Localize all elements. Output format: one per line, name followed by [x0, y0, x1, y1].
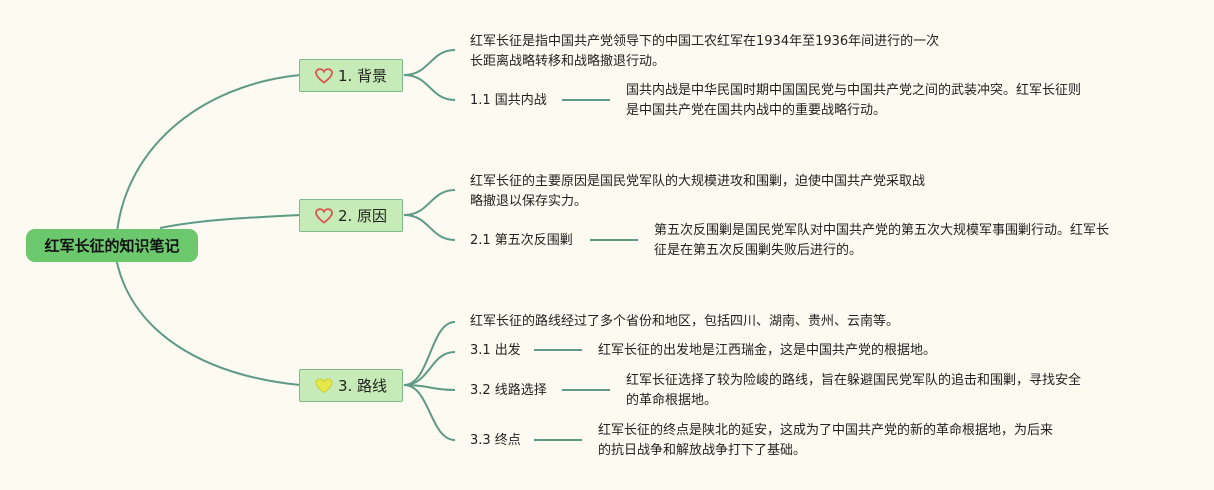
- branch-label: 2. 原因: [337, 207, 388, 225]
- note-line: 红军长征是指中国共产党领导下的中国工农红军在1934年至1936年间进行的一次: [470, 34, 940, 49]
- branch-label: 3. 路线: [337, 377, 388, 395]
- branch-reason[interactable]: 2. 原因: [299, 199, 403, 232]
- sub-topic-detail: 红军长征的终点是陕北的延安，这成为了中国共产党的新的革命根据地，为后来 的抗日战…: [598, 421, 1053, 461]
- note-line: 红军长征的主要原因是国民党军队的大规模进攻和围剿，迫使中国共产党采取战: [470, 174, 926, 189]
- sub-topic-detail: 红军长征的出发地是江西瑞金，这是中国共产党的根据地。: [598, 341, 936, 361]
- branch-label: 1. 背景: [337, 67, 388, 85]
- branch-route[interactable]: 3. 路线: [299, 369, 403, 402]
- detail-line: 红军长征的终点是陕北的延安，这成为了中国共产党的新的革命根据地，为后来: [598, 423, 1054, 438]
- detail-line: 的抗日战争和解放战争打下了基础。: [598, 443, 807, 458]
- detail-line: 红军长征的出发地是江西瑞金，这是中国共产党的根据地。: [598, 343, 937, 358]
- sub-topic-detail: 国共内战是中华民国时期中国国民党与中国共产党之间的武装冲突。红军长征则 是中国共…: [626, 81, 1081, 121]
- sub-topic-departure[interactable]: 3.1 出发: [470, 343, 521, 358]
- heart-outline-icon: [315, 67, 333, 84]
- sub-topic-destination[interactable]: 3.3 终点: [470, 433, 521, 448]
- sub-topic-detail: 红军长征选择了较为险峻的路线，旨在躲避国民党军队的追击和围剿，寻找安全 的革命根…: [626, 371, 1081, 411]
- heart-filled-icon: [315, 378, 333, 394]
- root-node[interactable]: 红军长征的知识笔记: [26, 229, 198, 262]
- root-label: 红军长征的知识笔记: [44, 237, 180, 255]
- note-line: 略撤退以保存实力。: [470, 194, 588, 209]
- detail-line: 征是在第五次反围剿失败后进行的。: [654, 243, 863, 258]
- sub-topic-route-choice[interactable]: 3.2 线路选择: [470, 383, 547, 398]
- branch-note: 红军长征的主要原因是国民党军队的大规模进攻和围剿，迫使中国共产党采取战 略撤退以…: [470, 172, 925, 212]
- detail-line: 国共内战是中华民国时期中国国民党与中国共产党之间的武装冲突。红军长征则: [626, 83, 1082, 98]
- detail-line: 红军长征选择了较为险峻的路线，旨在躲避国民党军队的追击和围剿，寻找安全: [626, 373, 1082, 388]
- branch-note: 红军长征的路线经过了多个省份和地区，包括四川、湖南、贵州、云南等。: [470, 312, 899, 332]
- detail-line: 的革命根据地。: [626, 393, 718, 408]
- note-line: 红军长征的路线经过了多个省份和地区，包括四川、湖南、贵州、云南等。: [470, 314, 900, 329]
- branch-background[interactable]: 1. 背景: [299, 59, 403, 92]
- detail-line: 是中国共产党在国共内战中的重要战略行动。: [626, 103, 887, 118]
- sub-topic-civil-war[interactable]: 1.1 国共内战: [470, 93, 547, 108]
- note-line: 长距离战略转移和战略撤退行动。: [470, 54, 666, 69]
- sub-topic-detail: 第五次反围剿是国民党军队对中国共产党的第五次大规模军事围剿行动。红军长 征是在第…: [654, 221, 1109, 261]
- branch-note: 红军长征是指中国共产党领导下的中国工农红军在1934年至1936年间进行的一次 …: [470, 32, 939, 72]
- heart-outline-icon: [315, 207, 333, 224]
- sub-topic-fifth-campaign[interactable]: 2.1 第五次反围剿: [470, 233, 573, 248]
- detail-line: 第五次反围剿是国民党军队对中国共产党的第五次大规模军事围剿行动。红军长: [654, 223, 1110, 238]
